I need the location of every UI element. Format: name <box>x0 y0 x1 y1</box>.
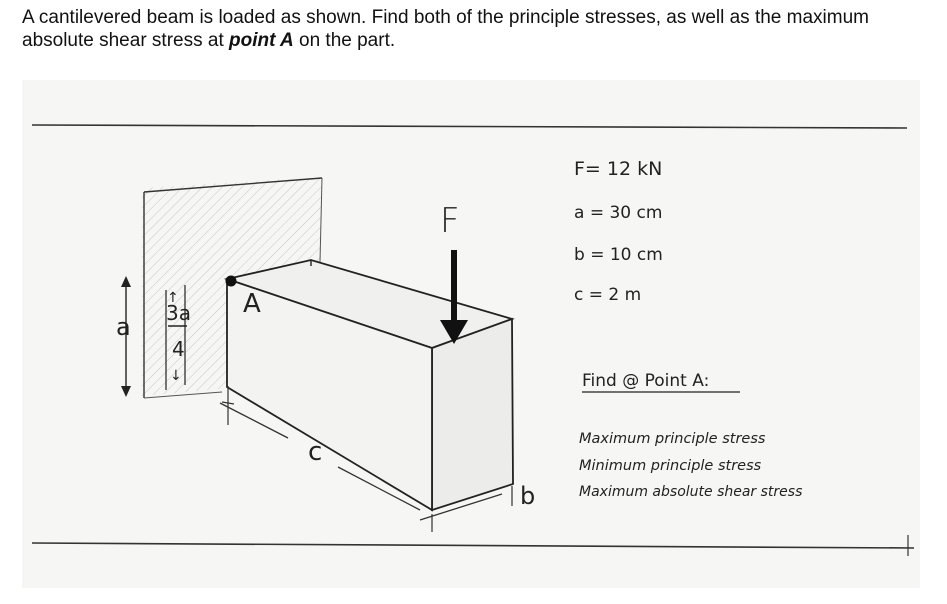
beam-sketch: A F a 3a 4 ↑ ↓ c <box>22 80 920 588</box>
dimension-3a-over-4 <box>165 285 187 390</box>
problem-text: A cantilevered beam is loaded as shown. … <box>22 7 869 51</box>
dimension-3a-top-arrow: ↑ <box>167 290 179 306</box>
force-label: F <box>440 201 460 241</box>
beam <box>223 259 515 512</box>
beam-diagram-svg: A F a 3a 4 ↑ ↓ c <box>31 124 915 556</box>
find-item-min-principal: Minimum principle stress <box>579 458 762 474</box>
dimension-c-label: c <box>308 437 322 467</box>
find-title: Find @ Point A: <box>582 371 709 391</box>
given-a: a = 30 cm <box>574 203 662 223</box>
dimension-3a-denominator: 4 <box>172 337 185 361</box>
given-b: b = 10 cm <box>574 245 663 265</box>
dimension-b-label: b <box>520 482 535 510</box>
dimension-b <box>419 486 513 521</box>
given-force: F= 12 kN <box>574 158 662 180</box>
point-a-marker <box>225 275 237 287</box>
given-c: c = 2 m <box>574 285 641 305</box>
problem-statement: A cantilevered beam is loaded as shown. … <box>22 6 927 52</box>
frame-bottom-line <box>31 542 915 549</box>
problem-emphasis-point-a: point A <box>229 30 294 51</box>
dimension-c <box>219 386 433 532</box>
dimension-3a-numerator: 3a <box>166 301 191 325</box>
point-a-label: A <box>243 289 261 319</box>
find-item-max-principal: Maximum principle stress <box>579 431 766 447</box>
find-item-max-shear: Maximum absolute shear stress <box>579 484 802 500</box>
problem-text-end: on the part. <box>293 30 396 51</box>
dimension-a-label: a <box>116 313 131 341</box>
force-arrow <box>440 250 468 344</box>
dimension-3a-bottom-arrow: ↓ <box>170 368 182 384</box>
dimension-a <box>121 276 131 397</box>
frame-top-line <box>31 124 908 129</box>
